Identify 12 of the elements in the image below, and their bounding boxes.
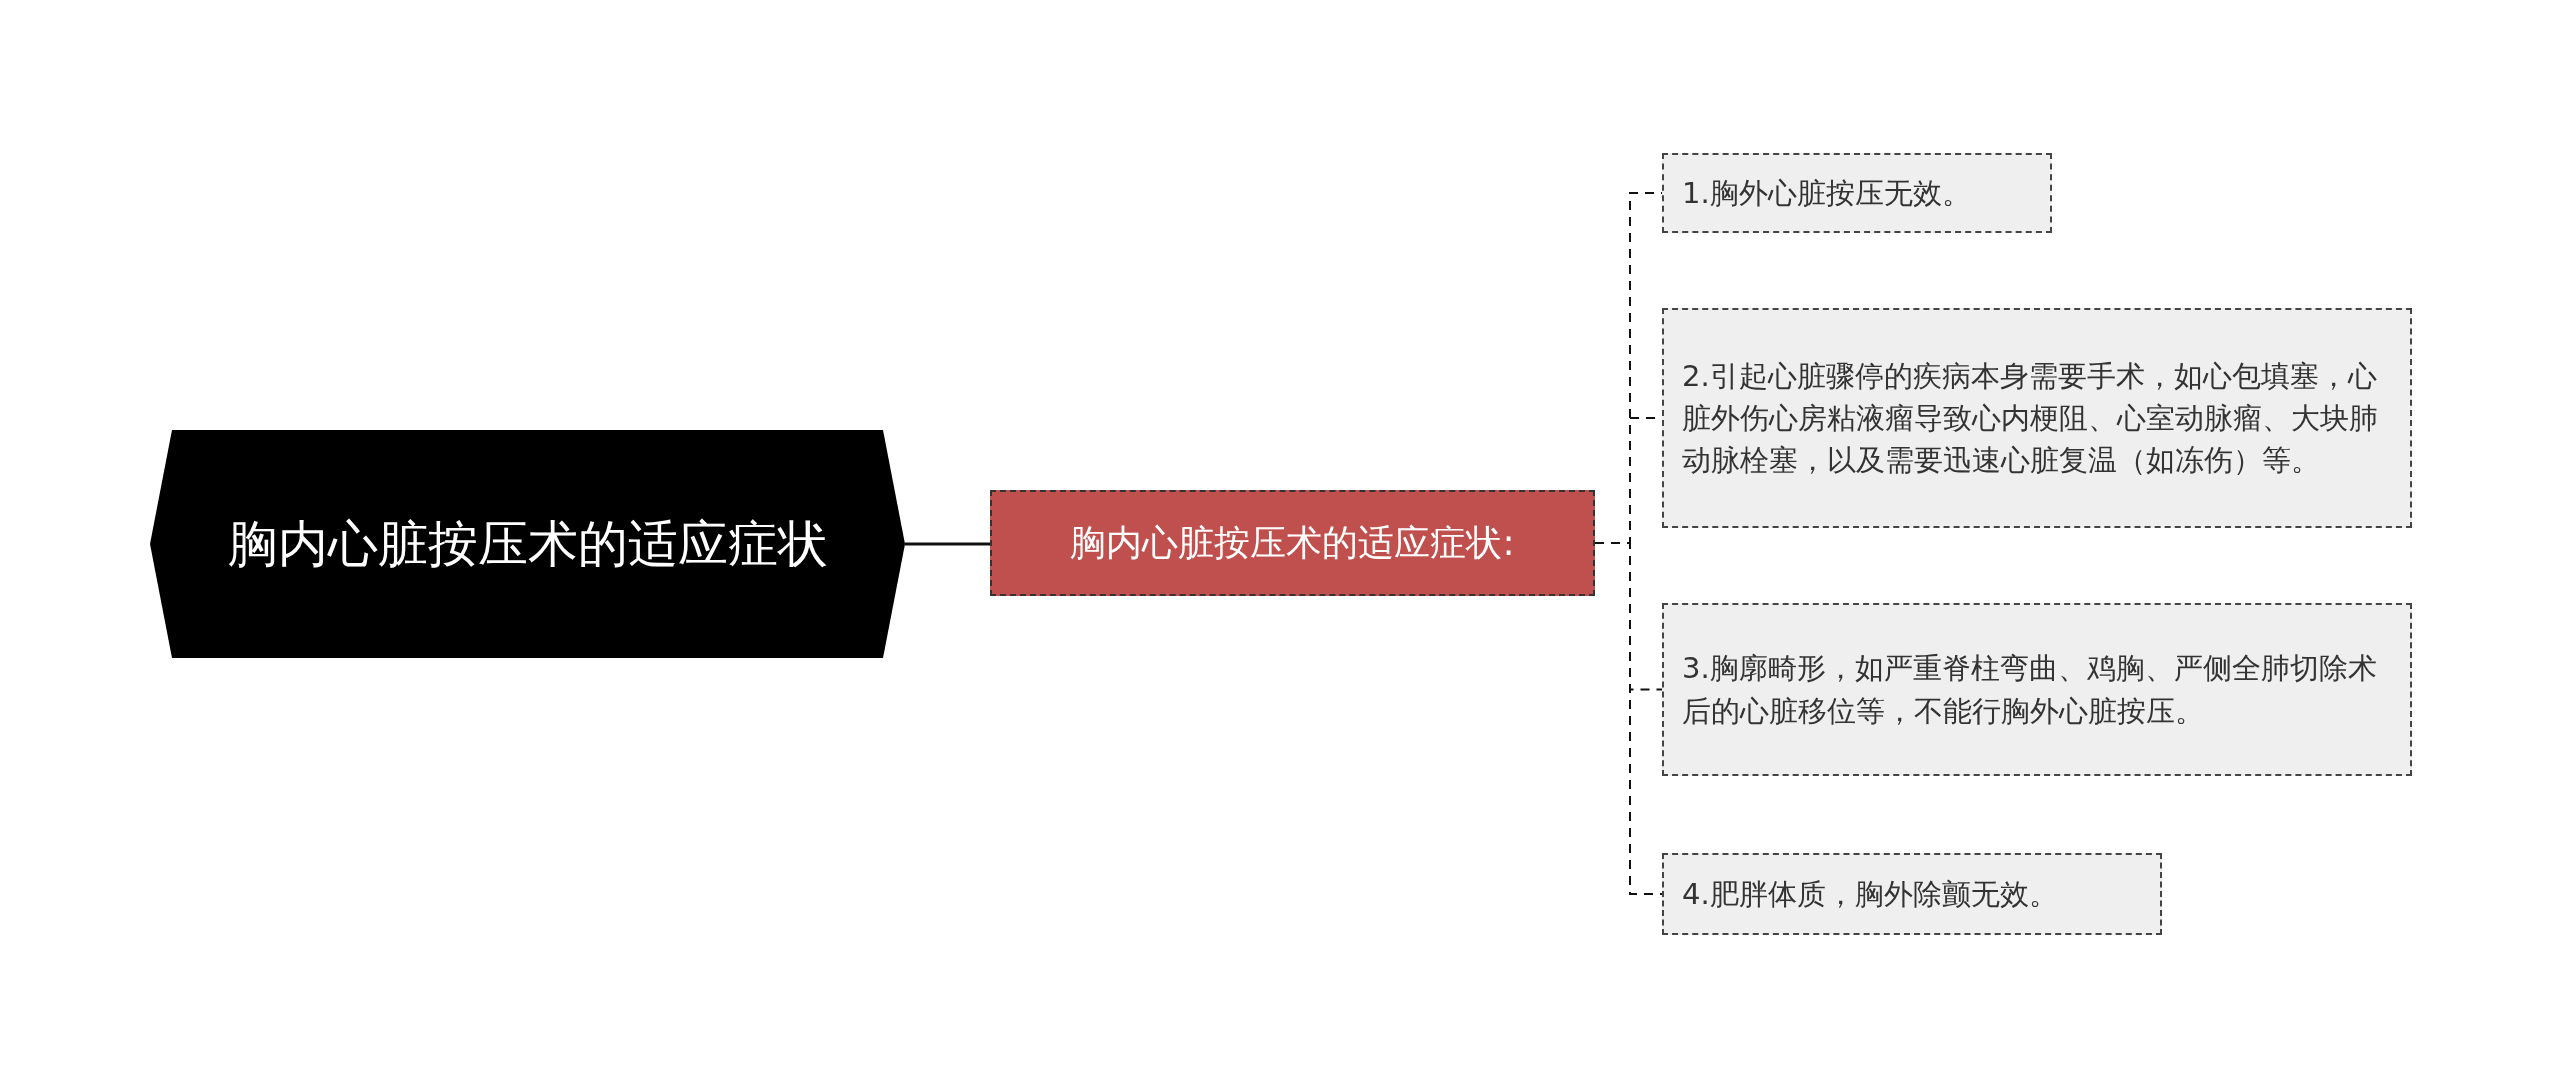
topic-text: 胸内心脏按压术的适应症状: [1070, 520, 1515, 565]
connector-line [905, 542, 990, 546]
detail-box [1662, 603, 2412, 776]
detail-box [1662, 853, 2162, 935]
detail-text: 4.肥胖体质，胸外除颤无效。 [1682, 875, 2058, 913]
detail-box [1662, 153, 2052, 233]
subtopic-box [990, 490, 1595, 596]
detail-box [1662, 308, 2412, 528]
detail-text: 2.引起心脏骤停的疾病本身需要手术，如心包填塞，心脏外伤心房粘液瘤导致心内梗阻、心室动脉瘤、大块肺动脉栓塞，以及需要迅速心脏复温（如冻伤）等。 [1682, 357, 2379, 479]
detail-text: 3.胸廓畸形，如严重脊柱弯曲、鸡胸、严侧全肺切除术后的心脏移位等，不能行胸外心脏按压。 [1682, 650, 2378, 730]
topic-text: 胸内心脏按压术的适应症状 [227, 513, 828, 575]
detail-text: 1.胸外心脏按压无效。 [1682, 174, 1971, 212]
